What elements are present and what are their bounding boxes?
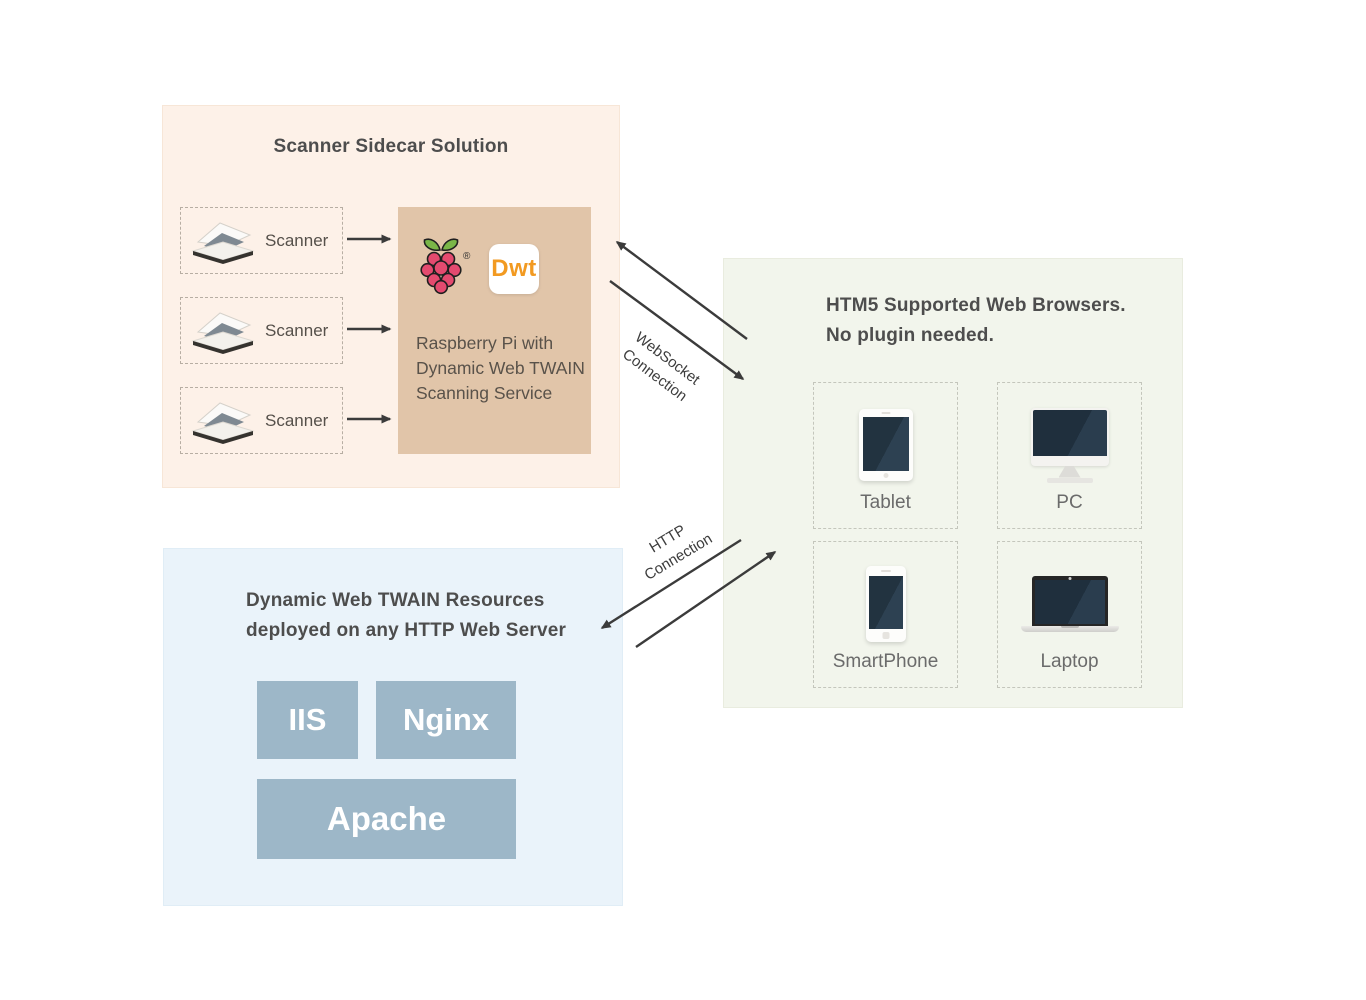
device-label: SmartPhone bbox=[832, 651, 939, 672]
browsers-title-line2: No plugin needed. bbox=[826, 325, 995, 346]
http-server-panel: Dynamic Web TWAIN Resources deployed on … bbox=[163, 548, 623, 906]
scanner-node-2: Scanner bbox=[180, 297, 343, 364]
server-node-iis: IIS bbox=[257, 681, 358, 759]
device-label: Laptop bbox=[1040, 651, 1099, 672]
laptop-icon bbox=[1020, 576, 1119, 632]
scanner-icon bbox=[191, 401, 255, 444]
device-node-laptop: Laptop bbox=[997, 541, 1142, 688]
scanner-label: Scanner bbox=[265, 230, 329, 250]
pi-desc-line1: Raspberry Pi with bbox=[416, 333, 554, 353]
scanner-icon bbox=[191, 311, 255, 354]
tablet-icon-slot bbox=[814, 398, 957, 492]
registered-trademark: ® bbox=[463, 251, 471, 262]
server-title-line2: deployed on any HTTP Web Server bbox=[246, 620, 567, 641]
device-label: PC bbox=[1056, 492, 1083, 513]
device-node-pc: PC bbox=[997, 382, 1142, 529]
web-browsers-panel: HTM5 Supported Web Browsers. No plugin n… bbox=[723, 258, 1183, 708]
smartphone-icon bbox=[865, 566, 906, 642]
server-node-apache: Apache bbox=[257, 779, 516, 859]
scanner-panel-title: Scanner Sidecar Solution bbox=[273, 136, 509, 157]
scanner-icon bbox=[191, 221, 255, 264]
dwt-logo-text: Dwt bbox=[491, 255, 537, 282]
scanner-label: Scanner bbox=[265, 410, 329, 430]
dwt-logo-icon: Dwt bbox=[489, 244, 539, 294]
raspberry-pi-service-box: ® Dwt Raspberry Pi with Dynamic Web TWAI… bbox=[398, 207, 591, 454]
scanner-label: Scanner bbox=[265, 320, 329, 340]
server-panel-title: Dynamic Web TWAIN Resources deployed on … bbox=[246, 586, 566, 646]
device-node-tablet: Tablet bbox=[813, 382, 958, 529]
tablet-icon bbox=[858, 409, 913, 481]
desktop-icon-slot bbox=[998, 398, 1141, 492]
raspberry-pi-icon bbox=[420, 238, 462, 295]
scanner-node-1: Scanner bbox=[180, 207, 343, 274]
pi-desc-line3: Scanning Service bbox=[416, 383, 553, 403]
device-node-smartphone: SmartPhone bbox=[813, 541, 958, 688]
device-label: Tablet bbox=[860, 492, 911, 513]
browsers-title-line1: HTM5 Supported Web Browsers. bbox=[826, 295, 1126, 316]
pi-desc-line2: Dynamic Web TWAIN bbox=[416, 358, 585, 378]
laptop-icon-slot bbox=[998, 557, 1141, 651]
desktop-icon bbox=[1030, 407, 1109, 483]
scanner-node-3: Scanner bbox=[180, 387, 343, 454]
browsers-panel-title: HTM5 Supported Web Browsers. No plugin n… bbox=[826, 291, 1126, 351]
pi-box-description: Raspberry Pi with Dynamic Web TWAIN Scan… bbox=[416, 331, 585, 406]
server-node-nginx: Nginx bbox=[376, 681, 516, 759]
server-title-line1: Dynamic Web TWAIN Resources bbox=[246, 590, 545, 611]
http-connection-label: HTTP Connection bbox=[615, 502, 731, 595]
websocket-connection-label: WebSocket Connection bbox=[604, 317, 717, 417]
scanner-sidecar-panel: Scanner Sidecar Solution Scanner Scanner bbox=[162, 105, 620, 488]
smartphone-icon-slot bbox=[814, 557, 957, 651]
